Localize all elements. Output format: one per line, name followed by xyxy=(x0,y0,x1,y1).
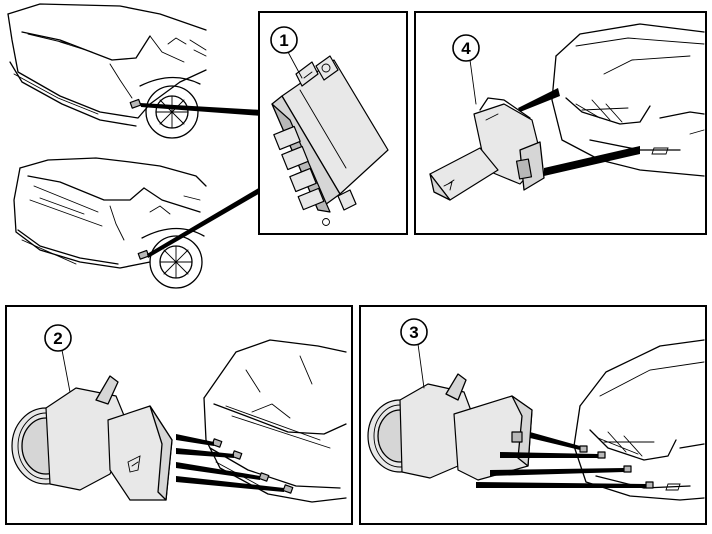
panel-front-sensor: 3 xyxy=(359,305,707,525)
panel-blind-spot-sensor: 4 xyxy=(414,11,707,235)
callout-label-rear-sensor: 2 xyxy=(53,329,62,348)
callout-2: 2 xyxy=(44,324,72,393)
rear-car-upper xyxy=(7,3,207,139)
leader-wedge-rear-4 xyxy=(176,476,284,492)
leader-wedge-upper xyxy=(140,103,262,116)
rear-car-bumper-view xyxy=(203,339,347,503)
panel-module: 1 xyxy=(258,11,408,235)
rear-car-lower xyxy=(13,157,207,289)
leader-wedge-rear-2 xyxy=(176,448,234,458)
callout-1: 1 xyxy=(270,26,303,79)
callout-3: 3 xyxy=(400,318,428,389)
leader-wedge-rear-3 xyxy=(176,462,260,480)
rear-car-views xyxy=(7,3,262,289)
leader-wedge-front-1 xyxy=(530,432,580,450)
leader-wedge-lower xyxy=(147,186,262,258)
leader-wedge-front-3 xyxy=(490,468,624,476)
leader-wedge-blind-spot-lower xyxy=(544,146,640,176)
rear-sensor-illustration xyxy=(11,375,173,501)
callout-label-front-sensor: 3 xyxy=(409,323,418,342)
control-module-illustration xyxy=(271,55,389,226)
front-sensor-illustration xyxy=(367,373,533,481)
leader-wedge-front-4 xyxy=(476,482,646,488)
blind-spot-sensor-illustration xyxy=(429,97,545,201)
callout-label-module: 1 xyxy=(279,31,288,50)
leader-wedge-front-2 xyxy=(500,452,598,458)
leader-wedge-blind-spot-upper xyxy=(518,88,560,112)
leader-wedge-rear-1 xyxy=(176,434,214,446)
panel-rear-sensor: 2 xyxy=(5,305,353,525)
callout-4: 4 xyxy=(452,34,480,105)
callout-label-blind-spot-sensor: 4 xyxy=(461,39,471,58)
